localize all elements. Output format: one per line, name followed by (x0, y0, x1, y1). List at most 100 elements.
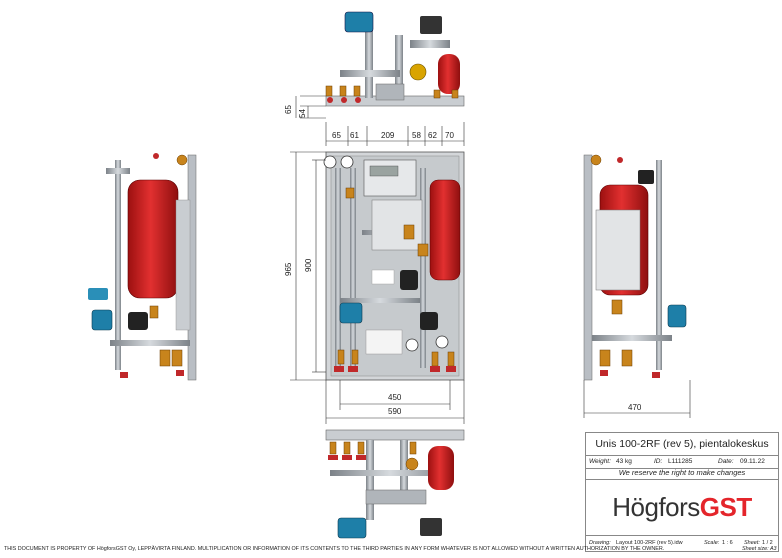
top-view (325, 11, 465, 107)
valve-icon (171, 349, 183, 367)
dim-seg-4: 58 (412, 131, 421, 140)
bottom-view-pipe (366, 440, 374, 520)
expansion-tank-icon (438, 54, 460, 94)
valve-icon (590, 154, 602, 166)
valve-icon (417, 243, 429, 257)
weight-value: 43 kg (616, 458, 632, 465)
expansion-tank-icon (127, 179, 179, 299)
cover-panel (595, 209, 641, 291)
valve-icon (351, 349, 359, 365)
sheet-size: Sheet size: A3 (742, 546, 777, 552)
info-plate-icon (365, 329, 403, 355)
wall-bracket (583, 154, 593, 381)
hogforsgst-logo: HögforsGST (586, 480, 778, 535)
scale-value: 1 : 6 (722, 540, 733, 546)
top-view-pipe (395, 35, 403, 98)
id-label: ID: (654, 458, 663, 465)
actuator-icon (91, 309, 113, 331)
heat-exchanger-icon (371, 199, 423, 251)
pipe (110, 340, 190, 346)
pipe (592, 335, 672, 341)
pressure-gauge-icon (405, 338, 419, 352)
product-label-icon (371, 269, 395, 285)
valve-handle-icon (652, 372, 660, 378)
valve-handle-icon (334, 366, 344, 372)
valve-icon (451, 89, 459, 99)
dim-450: 450 (388, 393, 402, 402)
pipe (420, 168, 426, 368)
bottom-view-pipe (330, 470, 450, 476)
valve-icon (409, 63, 427, 81)
logo-main: Högfors (612, 492, 700, 522)
valve-handle-icon (176, 370, 184, 376)
pressure-gauge-icon (323, 155, 337, 169)
dim-54-top: 54 (298, 109, 307, 118)
actuator-icon (420, 16, 442, 34)
valve-handle-icon (356, 455, 366, 460)
date-label: Date: (718, 458, 734, 465)
actuator-icon (88, 288, 108, 300)
valve-icon (599, 349, 611, 367)
actuator-icon (667, 304, 687, 328)
title-block: Unis 100-2RF (rev 5), pientalokeskus Wei… (585, 432, 779, 552)
valve-icon (337, 349, 345, 365)
valve-icon (353, 85, 361, 97)
valve-icon (405, 457, 419, 471)
valve-icon (433, 89, 441, 99)
pressure-gauge-icon (435, 335, 449, 349)
valve-icon (343, 441, 351, 455)
top-view-unit (375, 83, 405, 101)
side-dimensions: 470 (583, 380, 691, 418)
scale-label: Scale: (704, 540, 720, 546)
circulation-pump-icon (400, 270, 418, 290)
pressure-gauge-icon (340, 155, 354, 169)
dim-470: 470 (628, 403, 642, 412)
expansion-tank-icon (428, 446, 454, 490)
bottom-view-unit (365, 489, 427, 505)
valve-icon (339, 85, 347, 97)
title-block-info-row: Weight: 43 kg ID: L111285 Date: 09.11.22 (586, 455, 778, 469)
controller-unit-icon (363, 159, 417, 197)
dim-seg-3: 209 (381, 131, 395, 140)
right-side-view (583, 154, 687, 381)
valve-icon (345, 187, 355, 199)
valve-icon (409, 441, 417, 455)
top-dimensions: 65 54 65 61 209 58 62 70 (284, 95, 465, 146)
valve-icon (329, 441, 337, 455)
dim-seg-6: 70 (445, 131, 454, 140)
weight-label: Weight: (589, 458, 611, 465)
bottom-view-plate (325, 429, 465, 441)
pipe (656, 160, 662, 370)
left-side-view (88, 153, 197, 381)
valve-handle-icon (341, 97, 347, 103)
id-value: L111285 (668, 458, 693, 465)
valve-handle-icon (328, 455, 338, 460)
sheet-value: 1 / 2 (762, 540, 773, 546)
top-view-pipe (340, 70, 400, 77)
changes-notice: We reserve the right to make changes (586, 467, 778, 480)
side-unit (175, 199, 191, 331)
valve-handle-icon (430, 366, 440, 372)
actuator-icon (337, 517, 367, 539)
valve-icon (431, 351, 439, 367)
pipe (340, 298, 420, 303)
valve-handle-icon (446, 366, 456, 372)
valve-icon (621, 349, 633, 367)
valve-handle-icon (153, 153, 159, 159)
logo-accent: GST (699, 492, 752, 522)
actuator-icon (420, 518, 442, 536)
drawing-title: Unis 100-2RF (rev 5), pientalokeskus (595, 438, 769, 450)
valve-icon (159, 349, 171, 367)
date-value: 09.11.22 (740, 458, 765, 465)
expansion-tank-icon (429, 179, 461, 281)
dim-590: 590 (388, 407, 402, 416)
actuator-icon (344, 11, 374, 33)
circulation-pump-icon (128, 312, 148, 330)
dim-seg-1: 65 (332, 131, 341, 140)
valve-icon (403, 224, 415, 240)
front-dimensions: 965 900 450 590 (284, 151, 465, 424)
valve-handle-icon (617, 157, 623, 163)
dim-seg-2: 61 (350, 131, 359, 140)
circulation-pump-icon (638, 170, 654, 184)
